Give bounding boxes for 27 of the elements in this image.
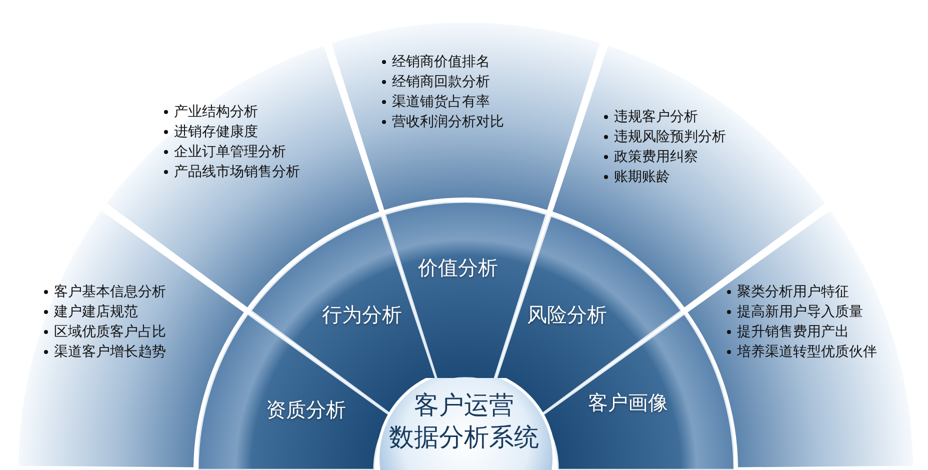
sector-label: 行为分析 [322,301,402,328]
bullet-item: 渠道客户增长趋势 [54,342,166,362]
center-title: 客户运营 [414,390,514,422]
bullet-item: 提高新用户导入质量 [736,302,863,322]
sector-label: 客户画像 [588,389,668,416]
bullet-item: 聚类分析用户特征 [736,282,849,302]
sector-label: 风险分析 [526,301,607,328]
bullet-item: 经销商回款分析 [392,73,490,92]
bullet-item: 违规客户分析 [614,108,698,127]
center-title: 数据分析系统 [389,422,539,454]
bullet-item: 经销商价值排名 [392,53,490,72]
bullet-item: 建户建店规范 [54,302,138,322]
bullet-item: 进销存健康度 [174,122,258,142]
bullet-item: 培养渠道转型优质伙伴 [736,342,877,362]
sector-label: 价值分析 [418,254,498,282]
bullet-item: 企业订单管理分析 [174,142,286,162]
bullet-item: 区域优质客户占比 [54,322,166,342]
bullet-item: 营收利润分析对比 [392,113,504,132]
bullet-item: 政策费用纠察 [614,148,698,167]
sector-label: 资质分析 [266,396,346,424]
bullet-item: 违规风险预判分析 [614,128,726,147]
bullet-item: 客户基本信息分析 [54,282,166,302]
bullet-item: 渠道铺货占有率 [392,93,490,112]
bullet-item: 账期账龄 [614,168,670,187]
bullet-item: 产业结构分析 [174,102,258,122]
bullet-item: 提升销售费用产出 [736,322,849,342]
bullet-item: 产品线市场销售分析 [174,162,300,182]
